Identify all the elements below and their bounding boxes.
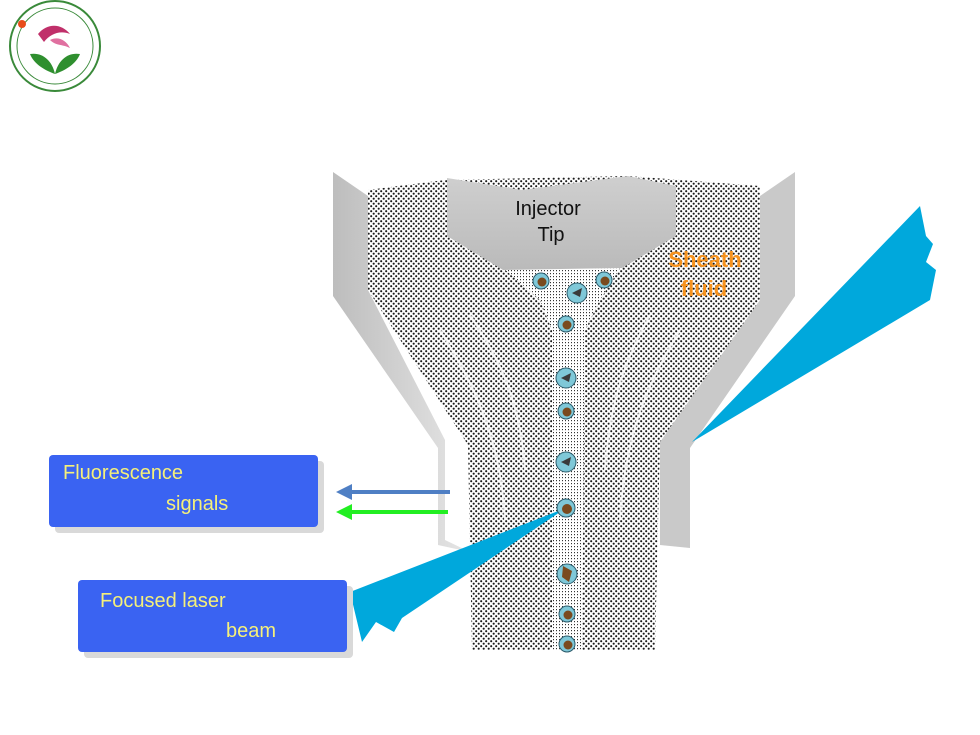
cell: [532, 272, 550, 290]
cell: [566, 282, 588, 304]
injector-label-line2: Tip: [537, 224, 564, 246]
cell: [557, 402, 575, 420]
cells: [532, 271, 613, 653]
laser-beam-incoming: [692, 206, 936, 442]
cell: [558, 605, 576, 623]
fluorescence-label-line2: signals: [166, 493, 229, 515]
sheath-label-line1: Sheath: [668, 247, 741, 272]
injector-label-line1: Injector: [515, 198, 581, 220]
cell: [595, 271, 613, 289]
fluorescence-arrow-blue: [336, 484, 450, 500]
injector-tip: [447, 176, 676, 270]
fluorescence-label-line1: Fluorescence: [63, 462, 184, 484]
cell: [557, 315, 575, 333]
chamber-wall-left: [333, 172, 470, 552]
chamber-wall-right: [660, 172, 795, 548]
fluorescence-signals-label: Fluorescence signals: [49, 455, 318, 527]
flow-lines: [439, 314, 681, 521]
cell: [558, 635, 576, 653]
focused-laser-beam-label: Focused laser beam: [78, 580, 347, 652]
fluorescence-arrow-green: [336, 504, 448, 520]
sheath-label-line2: fluid: [681, 276, 727, 301]
cell: [556, 563, 578, 585]
cell: [555, 451, 577, 473]
cell: [555, 367, 577, 389]
laser-beam-focused: [350, 508, 566, 642]
laser-label-line1: Focused laser: [100, 590, 226, 612]
institution-logo-icon: [9, 0, 101, 92]
laser-label-line2: beam: [226, 620, 277, 642]
cell: [556, 498, 576, 518]
